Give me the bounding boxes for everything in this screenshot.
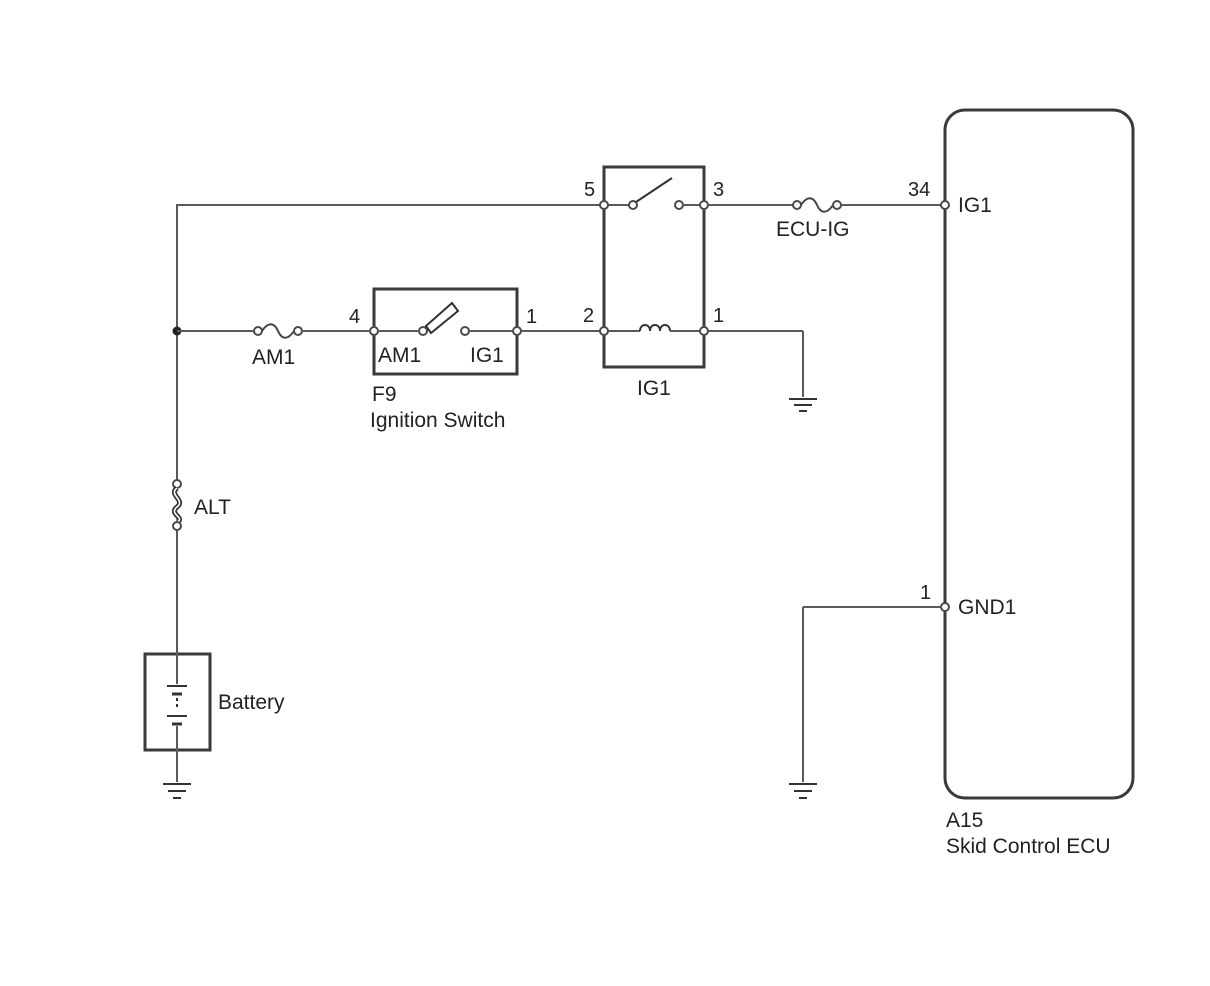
ecu-pin-34: 34 [908, 179, 930, 201]
ecu-pin-1: 1 [920, 582, 931, 604]
ecu-term-gnd1: GND1 [958, 596, 1016, 619]
am1-fuse-label: AM1 [252, 346, 295, 369]
skid-control-ecu: 34 IG1 1 GND1 A15 Skid Control ECU [908, 108, 1135, 858]
ignition-switch-code: F9 [372, 383, 397, 406]
ecu-code: A15 [946, 809, 983, 832]
ig1-relay: 5 3 2 1 IG1 [583, 165, 724, 400]
relay-pin-1: 1 [713, 305, 724, 327]
alt-fuse-label: ALT [194, 496, 231, 519]
battery-circuit: Battery [143, 530, 285, 799]
am1-fuse: AM1 [177, 323, 369, 369]
ignition-switch-term-am1: AM1 [378, 344, 421, 367]
ignition-switch-term-ig1: IG1 [470, 344, 504, 367]
ignition-switch-name: Ignition Switch [370, 409, 505, 432]
battery-label: Battery [218, 691, 285, 714]
alt-fusible-link: ALT [171, 205, 231, 531]
ecu-ig-fuse: ECU-IG [708, 197, 941, 241]
relay-pin-3: 3 [713, 179, 724, 201]
ig1-relay-box [602, 165, 706, 369]
ecu-ig-fuse-label: ECU-IG [776, 218, 850, 241]
relay-ground-icon [789, 398, 817, 412]
relay-pin-5: 5 [584, 179, 595, 201]
ecu-name: Skid Control ECU [946, 835, 1111, 858]
ignition-switch-pin-1: 1 [526, 306, 537, 328]
ecu-box [943, 108, 1135, 800]
relay-name: IG1 [637, 377, 671, 400]
ignition-switch: 4 1 AM1 IG1 F9 Ignition Switch [349, 287, 537, 432]
ecu-ground-icon [789, 783, 817, 799]
ignition-switch-pin-4: 4 [349, 306, 360, 328]
relay-ground [708, 330, 817, 412]
ecu-term-ig1: IG1 [958, 194, 992, 217]
ecu-ground [789, 606, 941, 799]
relay-pin-2: 2 [583, 305, 594, 327]
battery-ground-icon [163, 783, 191, 799]
battery-symbol [167, 654, 187, 750]
